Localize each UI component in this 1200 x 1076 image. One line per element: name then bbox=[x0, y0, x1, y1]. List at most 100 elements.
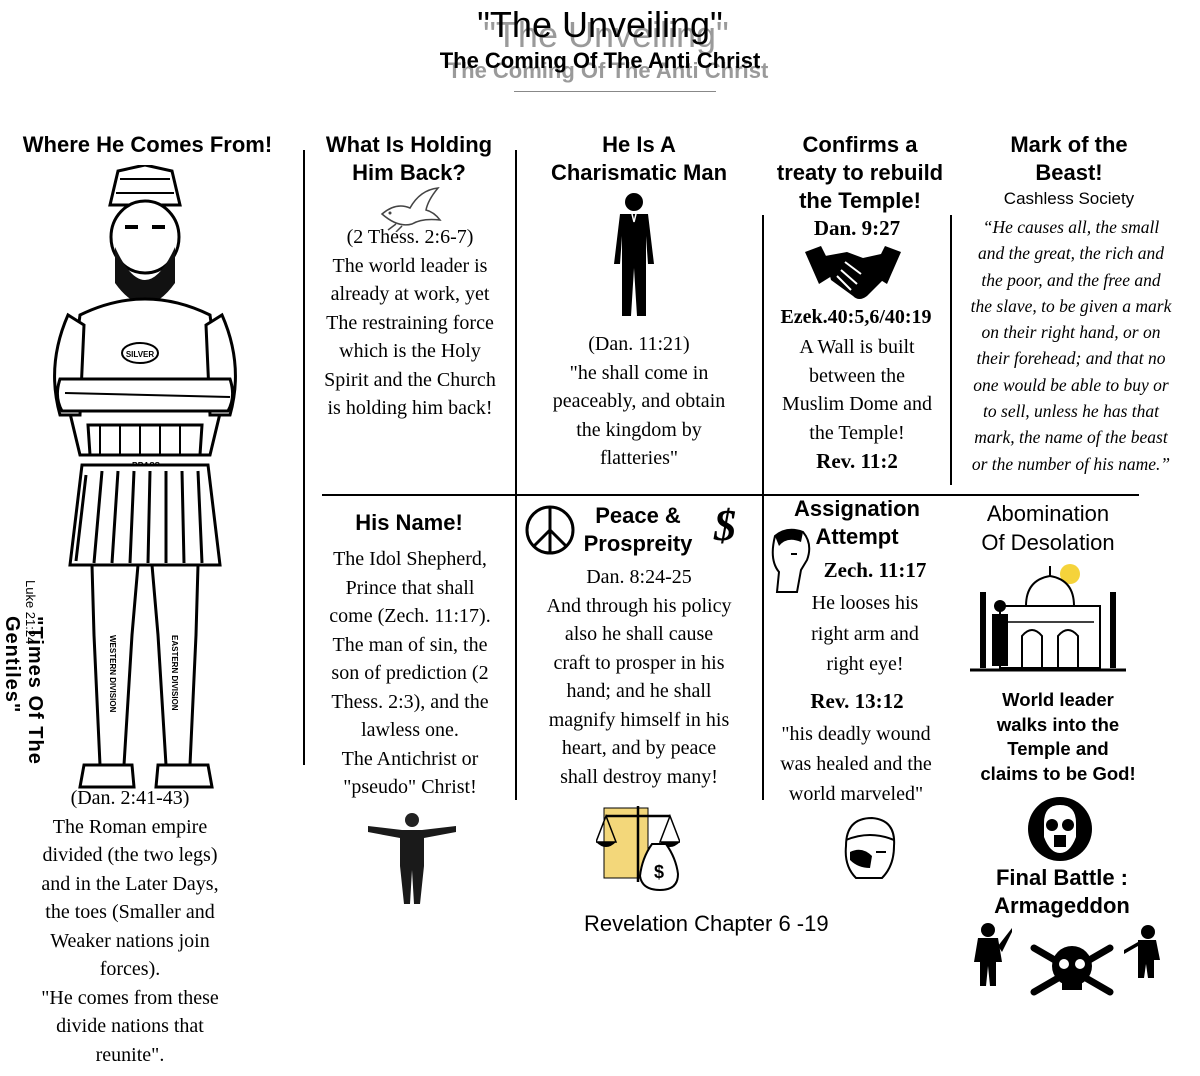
title-shadow: "The Unveiling" bbox=[483, 14, 729, 55]
peace-header-line: Prospreity bbox=[583, 531, 693, 556]
assignation-line: "his deadly wound bbox=[781, 723, 931, 745]
subtitle-shadow: The Coming Of The Anti Christ bbox=[447, 58, 769, 83]
col1-line: The Roman empire bbox=[52, 815, 208, 838]
col4-line: between the bbox=[808, 364, 906, 387]
footer-revelation: Revelation Chapter 6 -19 bbox=[584, 911, 829, 936]
final-battle-line: Final Battle : bbox=[995, 865, 1128, 890]
abomination-line: Temple and bbox=[1007, 738, 1109, 760]
col1-line: and in the Later Days, bbox=[41, 872, 219, 895]
svg-text:EASTERN DIVISION: EASTERN DIVISION bbox=[170, 635, 179, 711]
abomination-line: World leader bbox=[1002, 689, 1114, 710]
peace-ref: Dan. 8:24-25 bbox=[586, 566, 692, 588]
abomination-header-line: Abomination bbox=[986, 501, 1110, 526]
his-name-line: The Antichrist or bbox=[341, 747, 479, 770]
gas-mask-icon bbox=[1026, 795, 1094, 863]
assignation-header-line: Attempt bbox=[815, 524, 899, 549]
handshake-icon bbox=[805, 244, 901, 304]
col2-line: The restraining force bbox=[326, 311, 494, 334]
col5-quote-line: one would be able to buy or bbox=[973, 374, 1169, 395]
col5-quote-line: the poor, and the free and bbox=[981, 269, 1161, 290]
face-profile-icon bbox=[767, 526, 813, 594]
col4-header-line: Confirms a bbox=[802, 132, 918, 157]
col5-sub: Cashless Society bbox=[1003, 189, 1135, 208]
title-underline bbox=[514, 91, 716, 92]
peace-line: And through his policy bbox=[546, 594, 732, 617]
soldier-left-icon bbox=[968, 922, 1014, 988]
divider-col4 bbox=[950, 215, 952, 485]
col1-line: the toes (Smaller and bbox=[45, 901, 215, 923]
col3-header-line: Charismatic Man bbox=[550, 160, 728, 185]
final-battle-label: Final Battle : Armageddon bbox=[960, 864, 1164, 920]
col5-header-line: Beast! bbox=[1035, 160, 1103, 185]
col4-line: the Temple! bbox=[809, 421, 905, 444]
peace-sign-icon bbox=[524, 504, 576, 556]
assignation-line: He looses his bbox=[811, 592, 919, 614]
peace-body: Dan. 8:24-25 And through his policy also… bbox=[517, 563, 761, 791]
abomination-line: walks into the bbox=[996, 713, 1120, 735]
col4-header-line: treaty to rebuild bbox=[776, 160, 944, 185]
col3-header: He Is A Charismatic Man bbox=[517, 131, 761, 187]
peace-line: craft to prosper in his bbox=[553, 651, 725, 674]
col2-line: (2 Thess. 2:6-7) bbox=[346, 226, 474, 248]
divider-col2 bbox=[515, 150, 517, 800]
col2-body: (2 Thess. 2:6-7) The world leader is alr… bbox=[305, 223, 515, 423]
col3-header-line: He Is A bbox=[602, 132, 676, 157]
peace-header: Peace & Prospreity bbox=[570, 502, 706, 558]
scales-money-icon: $ bbox=[596, 802, 680, 892]
his-name-line: "pseudo" Christ! bbox=[343, 776, 477, 798]
divider-row bbox=[322, 494, 1139, 496]
soldier-right-icon bbox=[1122, 924, 1162, 980]
col3-line: flatteries" bbox=[599, 447, 679, 469]
page-subtitle: The Coming Of The Anti Christ bbox=[439, 48, 761, 73]
assignation-header: Assignation Attempt bbox=[770, 495, 944, 551]
col1-line: divide nations that bbox=[56, 1015, 204, 1037]
col3-line: (Dan. 11:21) bbox=[588, 333, 690, 355]
col2-line: is holding him back! bbox=[327, 397, 493, 419]
col5-quote-line: on their right hand, or on bbox=[981, 322, 1161, 343]
his-name-body: The Idol Shepherd, Prince that shall com… bbox=[305, 545, 515, 802]
his-name-line: The man of sin, the bbox=[332, 633, 488, 656]
col4-header: Confirms a treaty to rebuild the Temple! bbox=[760, 131, 960, 215]
col5-quote: “He causes all, the small and the great,… bbox=[950, 214, 1192, 477]
abomination-header: Abomination Of Desolation bbox=[950, 499, 1146, 557]
assignation-ref2: Rev. 13:12 bbox=[810, 689, 904, 713]
col4-line: Muslim Dome and bbox=[782, 393, 932, 415]
abomination-line: claims to be God! bbox=[980, 763, 1136, 785]
col1-line: Weaker nations join bbox=[50, 929, 210, 952]
col5-quote-line: the slave, to be given a mark bbox=[970, 295, 1172, 316]
svg-text:WESTERN DIVISION: WESTERN DIVISION bbox=[108, 635, 117, 713]
abomination-body: World leader walks into the Temple and c… bbox=[950, 688, 1166, 787]
man-arms-open-icon bbox=[366, 812, 458, 906]
assignation-header-line: Assignation bbox=[794, 496, 920, 521]
assignation-body1: He looses his right arm and right eye! bbox=[780, 588, 950, 680]
col2-header: What Is Holding Him Back? bbox=[305, 131, 513, 187]
col5-quote-line: “He causes all, the small bbox=[982, 217, 1160, 237]
col3-line: peaceably, and obtain bbox=[552, 390, 726, 412]
his-name-line: come (Zech. 11:17). bbox=[329, 605, 491, 627]
his-name-line: lawless one. bbox=[361, 719, 459, 741]
col4-ref1: Dan. 9:27 bbox=[813, 216, 901, 240]
col1-body: (Dan. 2:41-43) The Roman empire divided … bbox=[0, 784, 260, 1069]
assignation-ref1: Zech. 11:17 bbox=[823, 558, 927, 582]
dollar-sign-icon: $ bbox=[714, 501, 736, 550]
skull-crossbones-icon bbox=[1030, 940, 1114, 998]
bandaged-head-icon bbox=[836, 812, 902, 884]
col5-quote-line: or the number of his name.” bbox=[971, 453, 1171, 474]
final-battle-line: Armageddon bbox=[994, 893, 1130, 918]
temple-building-icon bbox=[970, 562, 1126, 680]
col5-quote-line: their forehead; and that no bbox=[976, 348, 1166, 369]
peace-line: also he shall cause bbox=[564, 623, 714, 645]
col3-line: "he shall come in bbox=[569, 361, 709, 384]
assignation-line: right arm and bbox=[811, 622, 919, 645]
col1-header: Where He Comes From! bbox=[22, 132, 273, 157]
col2-line: Spirit and the Church bbox=[324, 368, 496, 391]
peace-line: magnify himself in his bbox=[548, 708, 730, 731]
peace-line: hand; and he shall bbox=[566, 680, 712, 702]
assignation-line: right eye! bbox=[826, 653, 904, 675]
col4-body: A Wall is built between the Muslim Dome … bbox=[764, 333, 950, 447]
col4-ref3: Rev. 11:2 bbox=[816, 449, 898, 473]
col2-line: The world leader is bbox=[332, 254, 488, 277]
col1-ref: (Dan. 2:41-43) bbox=[70, 787, 190, 809]
peace-line: heart, and by peace bbox=[561, 737, 717, 759]
col3-line: the kingdom by bbox=[576, 418, 702, 441]
